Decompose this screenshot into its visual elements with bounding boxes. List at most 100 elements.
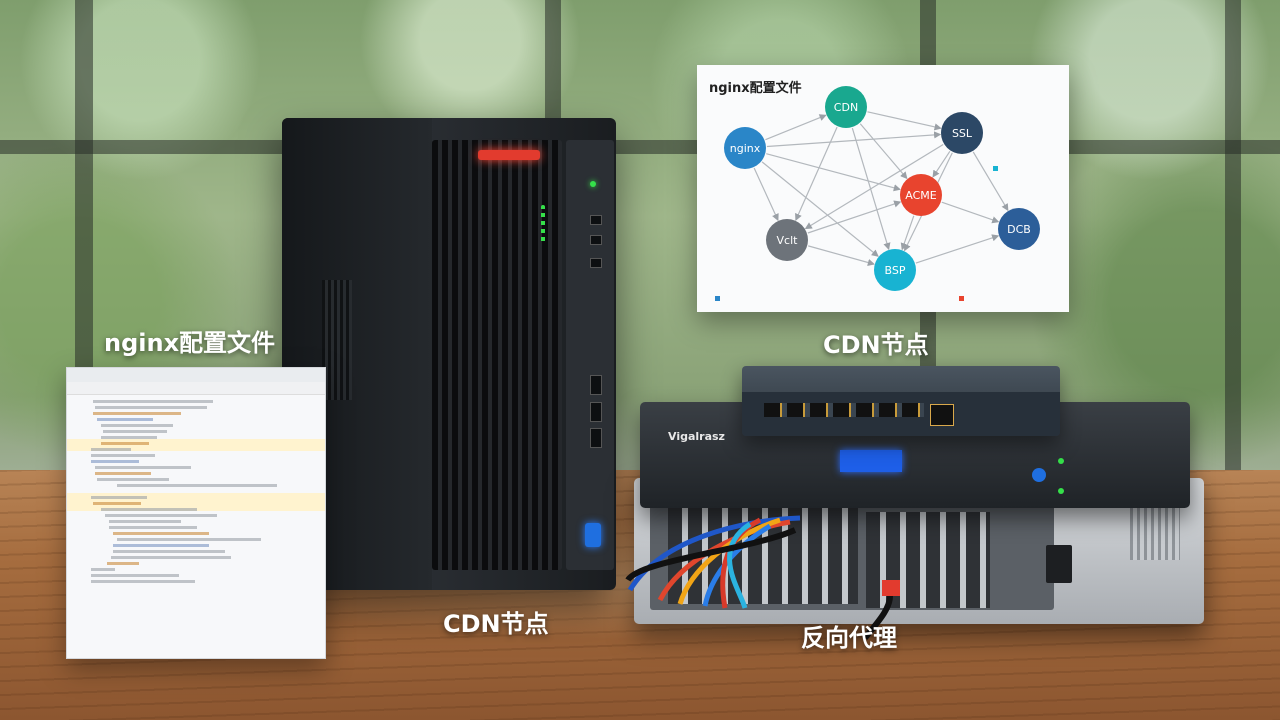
code-text-blur [101,436,157,439]
code-text-blur [97,418,153,421]
code-line [67,481,325,487]
code-line [67,565,325,571]
code-text-blur [103,430,167,433]
code-text-blur [117,538,261,541]
diagram-edge [804,143,944,230]
diagram-edge [808,245,875,266]
code-line [67,469,325,475]
window-frame-crossbar [0,140,1280,154]
code-line [67,577,325,583]
code-editor-panel [66,367,326,659]
window-frame-bar [75,0,93,470]
status-led-icon [590,181,596,187]
code-text-blur [111,556,231,559]
tower-io-panel [566,140,614,570]
code-line [67,427,325,433]
code-line [67,511,325,517]
diagram-node [766,219,808,261]
usb-port [590,258,602,268]
diagram-node [825,86,867,128]
switch-ports [764,403,924,417]
code-text-blur [105,514,217,517]
code-text-blur [95,472,151,475]
code-line [67,409,325,415]
legend-swatch [993,166,998,171]
code-text-blur [95,406,207,409]
code-text-blur [91,496,147,499]
code-line [67,517,325,523]
code-line [67,535,325,541]
diagram-node-label: CDN [834,101,858,114]
editor-titlebar [67,368,325,382]
code-text-blur [113,532,209,535]
code-line [67,457,325,463]
code-text-blur [93,400,213,403]
diagram-node [874,249,916,291]
code-text-blur [101,508,197,511]
code-line [67,505,325,511]
code-text-blur [113,550,225,553]
code-text-blur [91,454,155,457]
diagram-node-label: Vclt [777,234,799,247]
code-line [67,523,325,529]
uplink-port [930,404,954,426]
code-text-blur [95,466,191,469]
code-text-blur [107,562,139,565]
code-line [67,529,325,535]
code-text-blur [109,520,181,523]
code-text-blur [97,478,169,481]
diagram-edge [867,111,942,131]
router-brand-label: Vigalrasz [668,430,725,443]
code-line [67,553,325,559]
diagram-edge [753,167,779,222]
caption-cdn-node-tower: CDN节点 [443,610,549,638]
code-text-blur [93,502,141,505]
code-line [67,445,325,451]
tower-front-grille [432,140,562,570]
window-frame-bar [1225,0,1241,470]
diagram-node [724,127,766,169]
power-socket [1046,545,1072,583]
status-led-icon [1058,488,1064,494]
code-line [67,403,325,409]
tower-side-vent [322,280,352,400]
code-text-blur [91,448,131,451]
code-line [67,463,325,469]
code-text-blur [91,460,139,463]
diagram-title: nginx配置文件 [709,81,802,96]
code-text-blur [109,526,197,529]
network-cables [625,515,801,609]
vent-icon [1130,500,1180,560]
code-line [67,421,325,427]
code-line [67,571,325,577]
caption-reverse-proxy: 反向代理 [801,624,897,652]
diagram-edge [761,161,879,257]
code-line [67,541,325,547]
diagram-node [998,208,1040,250]
diagram-edge [972,151,1009,212]
diagram-node-label: SSL [952,127,973,140]
status-led-icon [1058,458,1064,464]
diagram-node [941,112,983,154]
legend-swatch [959,296,964,301]
diagram-node [900,174,942,216]
power-button [585,523,601,547]
code-text-blur [91,574,179,577]
code-line [67,439,325,445]
diagram-edge [795,126,838,221]
diagram-edge [766,153,901,192]
diagram-edge [765,114,827,141]
router-knob [1032,468,1046,482]
line-number [67,577,87,583]
code-text-blur [117,484,277,487]
diagram-node-label: nginx [730,142,761,155]
router-lcd-display [840,450,902,472]
diagram-edge [932,151,951,178]
code-text-blur [91,568,115,571]
diagram-node-label: DCB [1007,223,1031,236]
usb-port [590,235,602,245]
legend-swatch [715,296,720,301]
activity-led-icon [541,205,545,245]
diagram-edge [766,131,942,148]
code-line [67,397,325,403]
